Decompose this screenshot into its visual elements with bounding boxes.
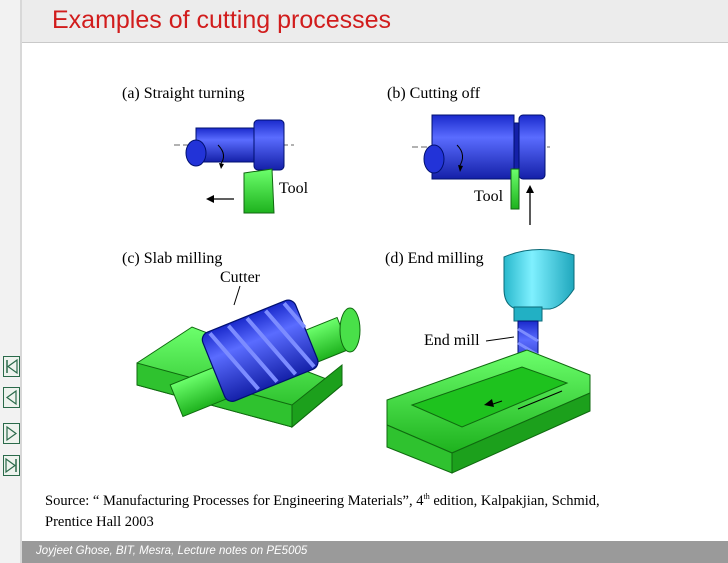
panel-a-label: (a) Straight turning: [122, 85, 245, 102]
previous-slide-button[interactable]: [3, 387, 20, 408]
footer-text: Joyjeet Ghose, BIT, Mesra, Lecture notes…: [36, 545, 308, 557]
panel-d-endmill-label: End mill: [424, 332, 480, 349]
panel-d-label: (d) End milling: [385, 250, 484, 267]
last-slide-button[interactable]: [3, 455, 20, 476]
panel-b-label: (b) Cutting off: [387, 85, 481, 102]
slide-title: Examples of cutting processes: [52, 6, 392, 34]
panel-straight-turning: (a) Straight turning Tool: [122, 85, 309, 214]
next-slide-button[interactable]: [3, 423, 20, 444]
source-citation: Source: “ Manufacturing Processes for En…: [45, 491, 695, 533]
left-sidebar: [0, 0, 22, 563]
panel-c-cutter-label: Cutter: [220, 269, 261, 286]
source-suffix: edition, Kalpakjian, Schmid,: [429, 493, 600, 509]
panel-b-tool-label: Tool: [474, 188, 504, 205]
previous-slide-icon: [5, 389, 17, 406]
footer-bar: Joyjeet Ghose, BIT, Mesra, Lecture notes…: [22, 541, 728, 563]
panel-cutting-off: (b) Cutting off Tool: [387, 85, 550, 225]
first-slide-icon: [6, 358, 18, 375]
next-slide-icon: [6, 425, 18, 442]
source-prefix: Source: “ Manufacturing Processes for En…: [45, 493, 424, 509]
panel-a-tool-label: Tool: [279, 180, 309, 197]
title-bar: Examples of cutting processes: [22, 0, 728, 43]
first-slide-button[interactable]: [3, 356, 20, 377]
last-slide-icon: [5, 457, 17, 474]
panel-end-milling: (d) End milling End mill: [385, 248, 591, 474]
panel-slab-milling: (c) Slab milling Cutter: [122, 250, 361, 429]
panel-c-label: (c) Slab milling: [122, 250, 222, 267]
source-line2: Prentice Hall 2003: [45, 514, 154, 530]
cutting-processes-figure: (a) Straight turning Tool (b) Cutting of…: [122, 75, 602, 490]
source-superscript: th: [423, 492, 430, 502]
